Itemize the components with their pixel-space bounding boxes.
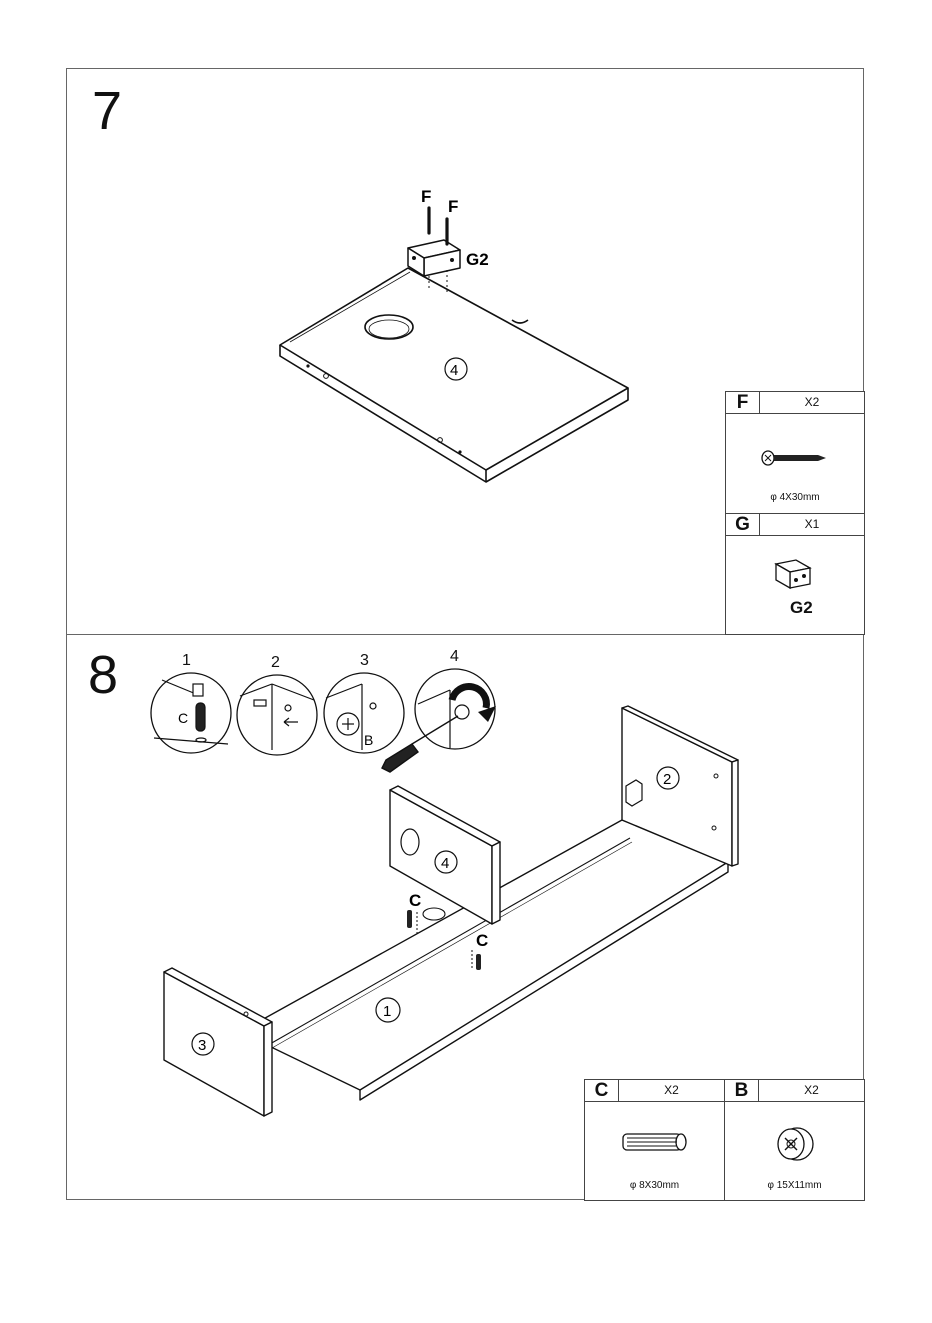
detail-label-b: B <box>364 732 373 748</box>
panel-3-label: 3 <box>198 1037 206 1054</box>
part-qty-b: X2 <box>759 1080 864 1101</box>
cam-lock-icon <box>773 1124 817 1164</box>
detail-circle-2 <box>237 675 317 755</box>
part-qty-c: X2 <box>619 1080 724 1101</box>
part-spec-c: φ 8X30mm <box>585 1180 724 1191</box>
detail-circle-4 <box>415 669 495 749</box>
part-spec-b: φ 15X11mm <box>725 1180 864 1191</box>
part-table-b: B X2 φ 15X11mm <box>724 1079 865 1201</box>
dowel-label-c1: C <box>409 891 421 910</box>
dowel-label-c2: C <box>476 931 488 950</box>
panel-4-label-step8: 4 <box>441 855 449 872</box>
dowel-icon <box>621 1130 691 1154</box>
part-table-c: C X2 φ 8X30mm <box>584 1079 725 1201</box>
detail-label-c: C <box>178 710 188 726</box>
part-letter-c: C <box>585 1080 619 1101</box>
panel-2-label: 2 <box>663 771 671 788</box>
part-letter-b: B <box>725 1080 759 1101</box>
panel-1-label: 1 <box>383 1003 391 1020</box>
